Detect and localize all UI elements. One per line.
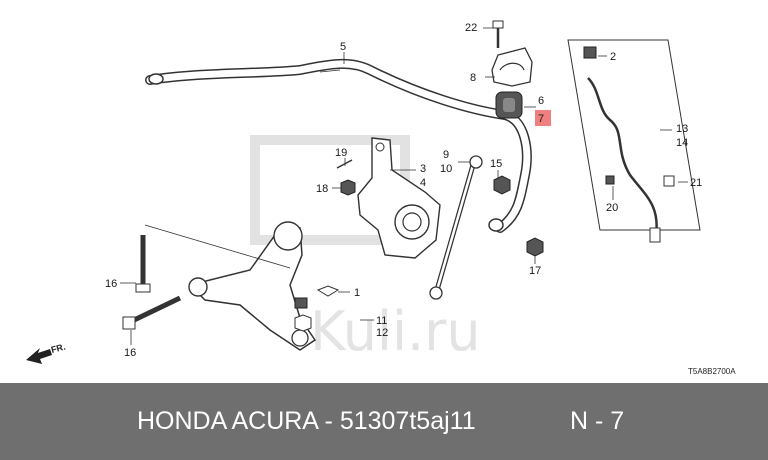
label-18: 18 [316,183,328,195]
label-20: 20 [606,202,618,214]
front-arrow: FR. [26,342,67,364]
watermark-text: Kuli.ru [310,300,481,363]
label-17: 17 [529,265,541,277]
lower-control-arm [188,221,317,351]
bolt-22 [492,20,504,48]
label-12: 12 [376,327,388,339]
label-1: 1 [354,287,360,299]
stabilizer-link [429,155,483,300]
label-6: 6 [538,95,544,107]
label-16-lower: 16 [124,347,136,359]
label-13: 13 [676,123,688,135]
leader-lines [120,27,688,345]
label-9: 9 [443,149,449,161]
label-7: 7 [538,113,544,125]
label-16-upper: 16 [105,278,117,290]
bolt-16-upper [135,235,151,293]
nut-15 [493,175,511,195]
diagram-canvas: Kuli.ru [26,20,736,376]
watermark: Kuli.ru [250,135,481,363]
caption-bar: HONDA ACURA - 51307t5aj11 N - 7 [0,383,768,460]
label-19: 19 [335,147,347,159]
label-15: 15 [490,158,502,170]
nut-18 [340,179,356,196]
bushing-holder [491,47,533,87]
nut-1 [294,285,340,332]
wheel-speed-sensor [567,39,701,243]
label-8: 8 [470,72,476,84]
nut-17 [526,237,544,257]
stabilizer-bushing [495,91,523,119]
label-5: 5 [340,41,346,53]
part-number-label: N - 7 [570,407,625,435]
label-14: 14 [676,137,688,149]
stabilizer-bar [145,58,532,233]
part-title: HONDA ACURA - 51307t5aj11 [137,407,476,435]
label-21: 21 [690,177,702,189]
label-10: 10 [440,163,452,175]
label-4: 4 [420,177,426,189]
parts-diagram: Kuli.ru [26,20,736,376]
label-22: 22 [465,22,477,34]
highlight-box [535,110,551,126]
label-2: 2 [610,51,616,63]
pin-19 [336,159,353,169]
diagram-code: T5A8B2700A [688,367,736,376]
label-11: 11 [376,315,387,327]
bolt-16-lower [122,295,182,330]
label-3: 3 [420,163,426,175]
steering-knuckle [357,137,441,259]
front-arrow-label: FR. [50,342,67,355]
